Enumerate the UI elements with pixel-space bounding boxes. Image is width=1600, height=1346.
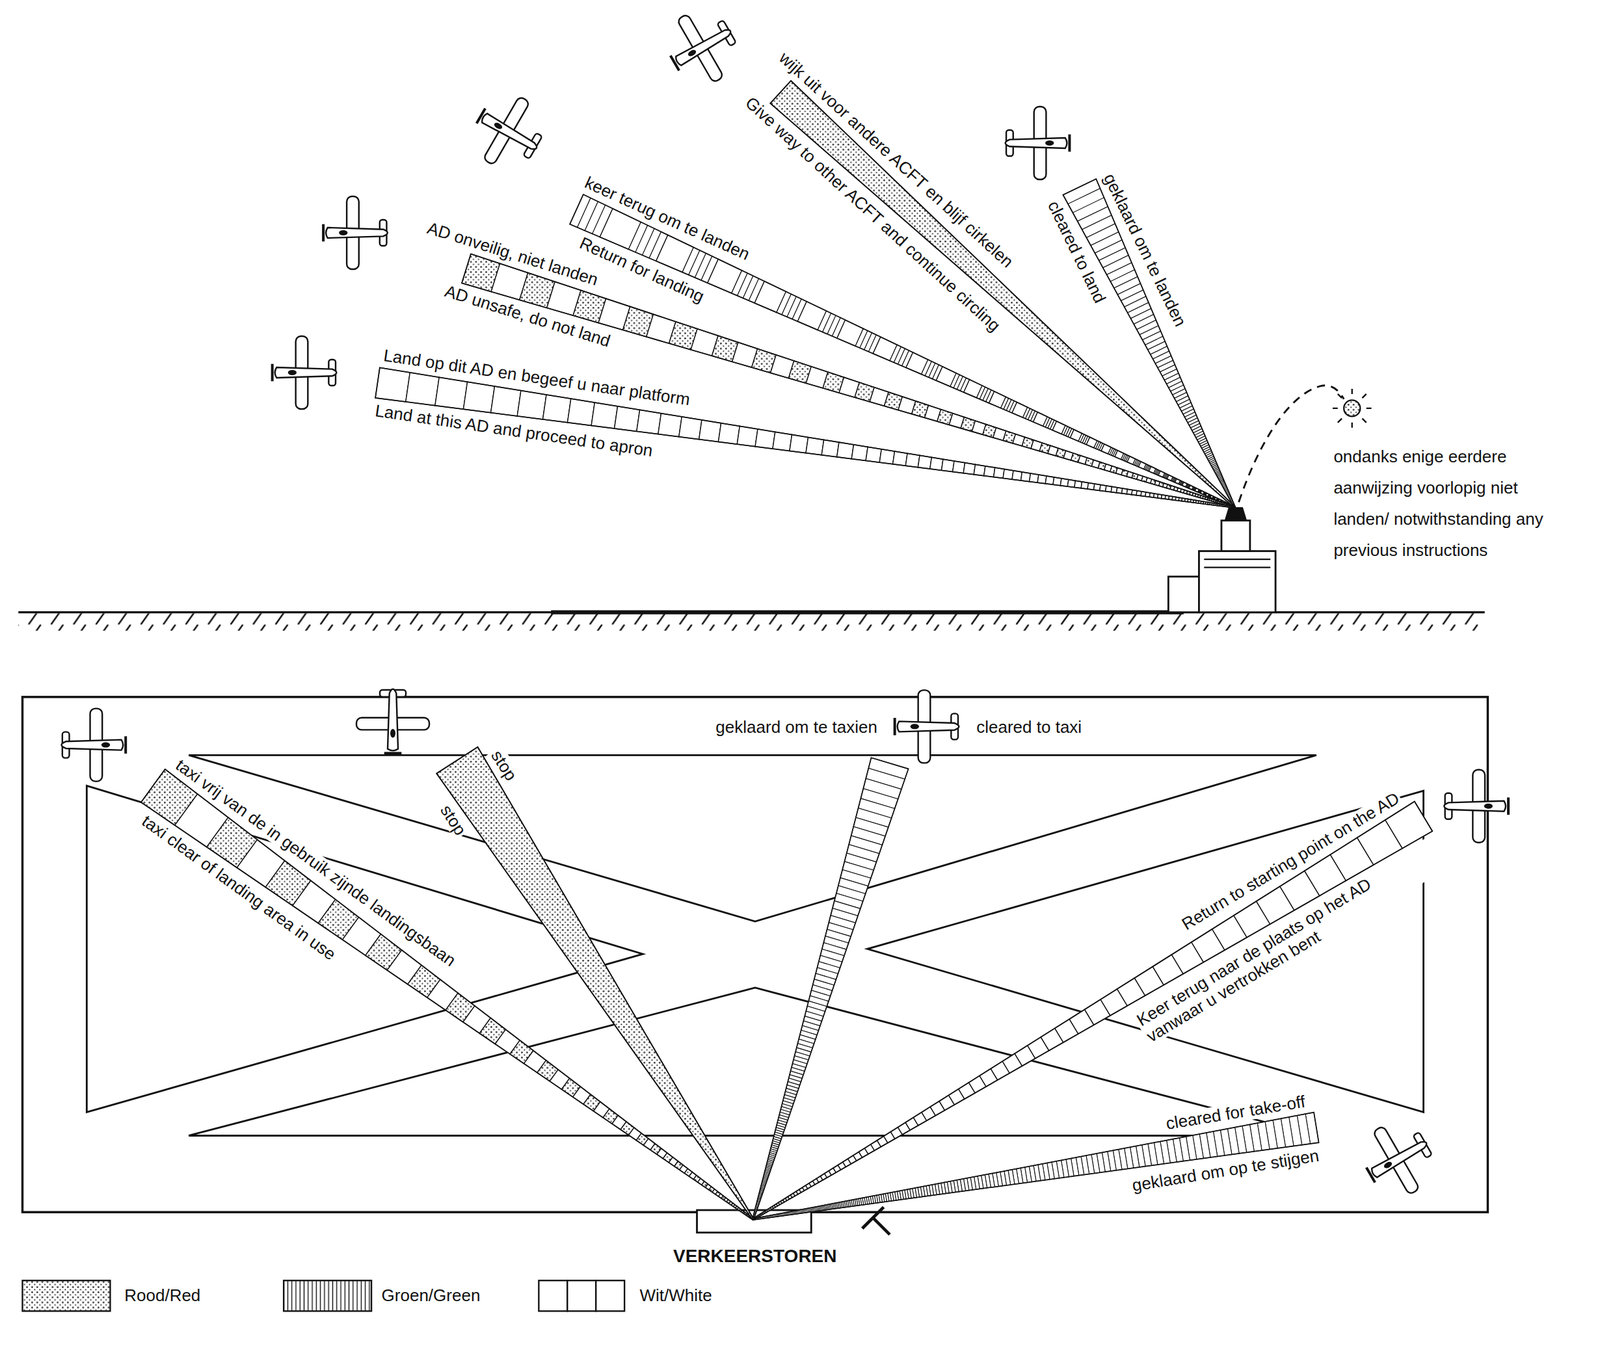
beam-outline (436, 747, 754, 1221)
note-label: ondanks enige eerdere aanwijzing voorlop… (1331, 440, 1576, 566)
signal-label: geklaard om op te stijgen (1128, 1146, 1322, 1196)
signal-label: geklaard om te taxien (713, 718, 880, 737)
beam-segment (679, 416, 702, 440)
beam-segment (614, 406, 640, 432)
legend-swatch (283, 1280, 372, 1312)
beam-segment (405, 372, 440, 406)
aircraft (272, 336, 337, 410)
signal-label: stop (486, 746, 522, 787)
legend-label: Rood/Red (122, 1286, 203, 1306)
signal-label: cleared for take-off (1162, 1092, 1309, 1134)
beam-segment (699, 420, 722, 443)
legend-swatch (595, 1280, 625, 1312)
beam-segment (435, 377, 468, 410)
beam-segment (517, 390, 547, 420)
beam-segment (375, 367, 410, 402)
aircraft (1443, 770, 1509, 843)
legend-label: Groen/Green (379, 1286, 483, 1306)
signal-label: geklaard om te landen (1099, 169, 1191, 332)
light-beam (436, 747, 754, 1221)
light-beam (770, 80, 1236, 508)
beam-segment (543, 394, 572, 423)
ground-hatching (18, 613, 1485, 631)
signal-label: stop (435, 800, 471, 841)
beam-segment (567, 398, 595, 426)
aircraft (894, 690, 960, 763)
beam-segment (491, 386, 521, 417)
beam-segment (636, 409, 662, 434)
signal-label: Land at this AD and proceed to apron (372, 400, 656, 460)
beam-outline (141, 769, 754, 1221)
legend-label: Wit/White (638, 1286, 715, 1306)
aircraft (656, 0, 748, 95)
beam-outline (770, 80, 1236, 508)
light-beam (752, 801, 1433, 1221)
landing-tee (862, 1207, 890, 1235)
beam-segment (755, 429, 776, 449)
legend-swatch (22, 1280, 111, 1312)
light-beam (752, 757, 909, 1220)
beam-segment (718, 423, 740, 445)
signal-lamp (1224, 507, 1248, 521)
flare-trajectory (1239, 385, 1345, 503)
signal-label: Land op dit AD en begeef u naar platform (380, 346, 694, 410)
light-beam (141, 769, 754, 1221)
beam-segment (736, 426, 758, 447)
tower-building (1198, 551, 1276, 613)
legend-swatch (538, 1280, 568, 1312)
beam-segment (463, 381, 495, 413)
signal-label: cleared to taxi (974, 718, 1084, 737)
signal-label: AD unsafe, do not land (440, 281, 615, 352)
tower-detail (1203, 558, 1271, 560)
aerodrome-boundary (22, 697, 1489, 1213)
beam-segment (591, 402, 618, 429)
tower-cab (1221, 520, 1251, 551)
signal-label: AD onveilig, niet landen (423, 217, 603, 290)
tower-label: VERKEERSTOREN (671, 1246, 840, 1267)
aircraft (356, 689, 430, 754)
red-flare (1343, 400, 1360, 417)
runway-outline (86, 785, 643, 1113)
beam-outline (752, 801, 1433, 1221)
legend-swatch (567, 1280, 596, 1312)
signal-label: taxi clear of landing area in use (136, 810, 341, 966)
flare-rays (1332, 388, 1372, 428)
tower-annex (1168, 576, 1199, 613)
signal-label: cleared to land (1043, 196, 1111, 308)
beam-segment (772, 431, 793, 451)
beam-segment (436, 747, 754, 1221)
aircraft (462, 84, 555, 180)
aircraft (323, 196, 388, 270)
beam-segment (658, 413, 682, 438)
aircraft (61, 708, 127, 782)
tower-detail (1203, 567, 1271, 569)
beam-group (141, 80, 1433, 1221)
aircraft (1005, 106, 1070, 180)
beam-segment (770, 80, 1236, 508)
aircraft (1352, 1111, 1444, 1207)
beam-outline (752, 757, 909, 1220)
